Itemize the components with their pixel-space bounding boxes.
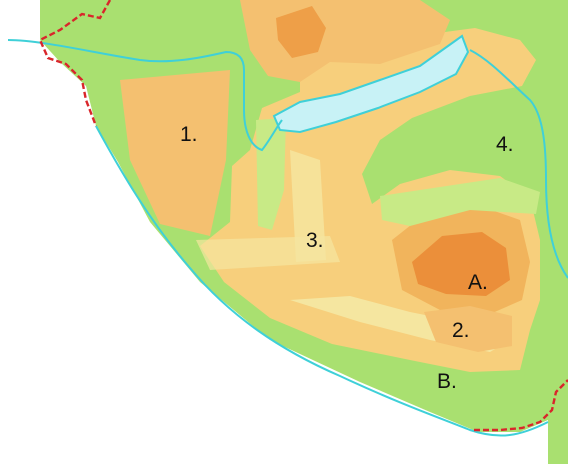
peak-a bbox=[412, 232, 510, 296]
label-region-3: 3. bbox=[306, 229, 324, 252]
valley-stripe bbox=[290, 150, 326, 262]
northern-river bbox=[7, 39, 283, 152]
hills-2 bbox=[424, 306, 512, 352]
southern-river bbox=[95, 125, 549, 437]
label-point-b: B. bbox=[437, 370, 457, 393]
western-ridge bbox=[120, 70, 230, 236]
lake bbox=[272, 34, 470, 134]
state-border bbox=[38, 0, 112, 127]
state-border-south bbox=[474, 379, 568, 432]
northern-peak bbox=[276, 6, 326, 58]
label-region-4: 4. bbox=[496, 133, 514, 156]
label-region-1: 1. bbox=[180, 123, 198, 146]
valley-stripe-2 bbox=[196, 236, 340, 270]
green-corridor-2 bbox=[256, 118, 286, 230]
label-region-2: 2. bbox=[452, 319, 470, 342]
eastern-river bbox=[469, 49, 568, 279]
green-corridor bbox=[380, 178, 540, 226]
label-point-a: A. bbox=[468, 271, 488, 294]
